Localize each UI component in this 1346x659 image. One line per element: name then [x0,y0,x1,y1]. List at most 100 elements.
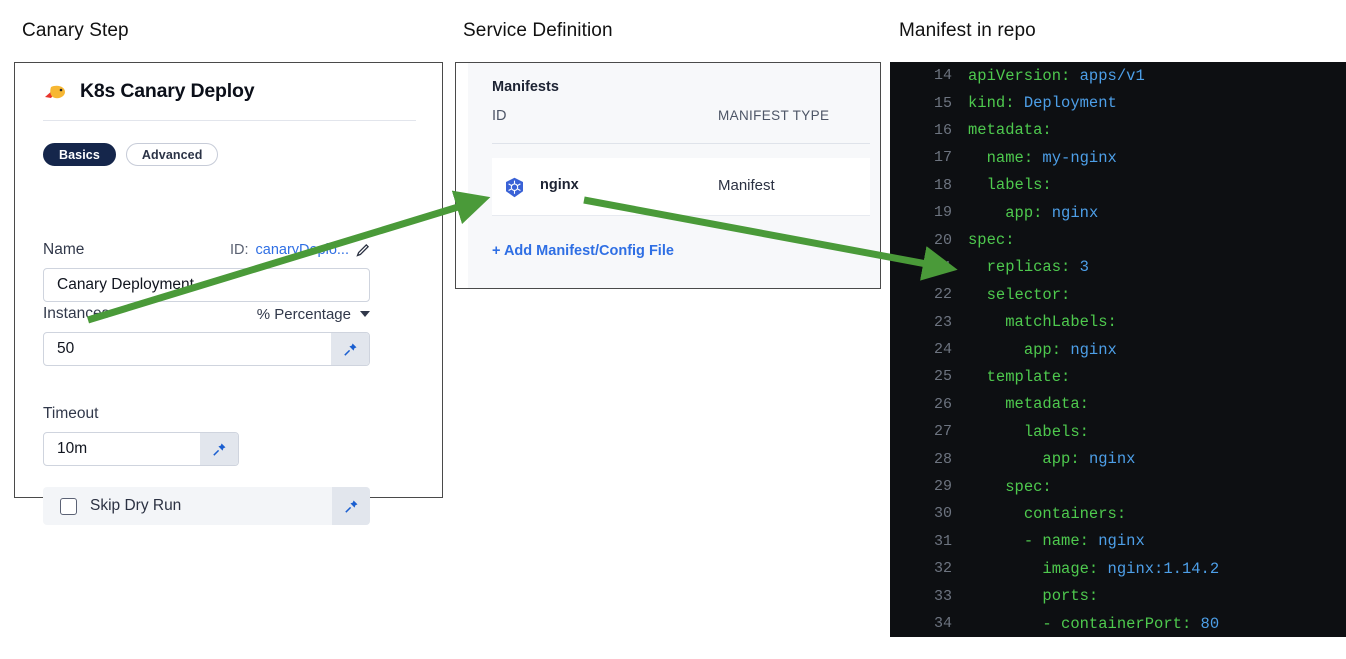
timeout-pin-button[interactable] [200,433,238,465]
code-line-text: template: [968,368,1346,386]
code-line-text: selector: [968,286,1346,304]
code-value: nginx [1088,532,1145,551]
code-key: labels: [986,176,1052,195]
line-number: 25 [933,368,952,386]
caption-canary-step: Canary Step [22,20,129,41]
instances-input[interactable]: 50 [43,332,370,366]
instances-input-value: 50 [57,340,75,357]
code-key: metadata: [968,121,1052,140]
line-number: 30 [933,505,952,523]
code-line-32: 32 image: nginx:1.14.2 [890,555,1346,582]
code-line-text: spec: [968,231,1346,249]
line-number: 16 [933,121,952,139]
code-line-text: replicas: 3 [968,258,1346,276]
manifests-section: Manifests ID MANIFEST TYPE [468,63,880,288]
code-line-text: app: nginx [968,341,1346,359]
code-line-27: 27 labels: [890,418,1346,445]
manifests-title: Manifests [492,79,559,95]
timeout-input-value: 10m [57,440,88,457]
code-key: - name: [1023,532,1089,551]
chevron-down-icon[interactable] [360,311,370,317]
code-line-24: 24 app: nginx [890,336,1346,363]
code-key: spec: [1005,477,1052,496]
line-number: 27 [933,423,952,441]
step-header: K8s Canary Deploy [15,63,442,120]
field-name: Name ID: canaryDeplo... Canary Deploymen… [43,239,370,302]
id-value: canaryDeplo... [255,242,350,258]
code-line-text: matchLabels: [968,313,1346,331]
code-key: image: [1042,559,1099,578]
line-number: 17 [933,149,952,167]
code-key: metadata: [1005,395,1089,414]
tab-basics[interactable]: Basics [43,143,116,166]
code-key: app: [1023,340,1062,359]
step-title: K8s Canary Deploy [80,80,255,102]
add-manifest-link[interactable]: + Add Manifest/Config File [492,243,674,259]
code-key: spec: [968,231,1015,250]
name-input-value: Canary Deployment [57,276,194,293]
code-line-text: labels: [968,176,1346,194]
skip-dry-run-pin-button[interactable] [332,487,370,525]
column-header-id: ID [492,108,507,124]
manifest-row-id: nginx [540,177,579,193]
step-id-display[interactable]: ID: canaryDeplo... [230,242,370,258]
canary-step-card: K8s Canary Deploy Basics Advanced Name I… [14,62,443,525]
line-number: 28 [933,450,952,468]
code-value: apps/v1 [1070,66,1145,85]
field-name-labels: Name ID: canaryDeplo... [43,239,370,261]
name-input[interactable]: Canary Deployment [43,268,370,302]
code-line-26: 26 metadata: [890,391,1346,418]
code-line-33: 33 ports: [890,582,1346,609]
code-line-21: 21 replicas: 3 [890,254,1346,281]
code-line-text: name: my-nginx [968,149,1346,167]
instances-pin-button[interactable] [331,333,369,365]
code-line-text: kind: Deployment [968,94,1346,112]
pin-icon [212,442,227,457]
tab-pill-group: Basics Advanced [43,143,219,166]
code-line-text: apiVersion: apps/v1 [968,67,1346,85]
timeout-input[interactable]: 10m [43,432,239,466]
code-line-text: metadata: [968,395,1346,413]
instances-unit-value: % Percentage [256,305,351,323]
skip-dry-run-row[interactable]: Skip Dry Run [43,487,370,525]
pencil-icon[interactable] [356,243,370,257]
label-timeout: Timeout [43,405,99,422]
line-number: 26 [933,395,952,413]
code-line-text: image: nginx:1.14.2 [968,560,1346,578]
skip-dry-run-label: Skip Dry Run [90,497,182,514]
canary-bird-icon [43,81,68,103]
code-value: nginx [1061,340,1117,359]
code-line-23: 23 matchLabels: [890,309,1346,336]
code-line-19: 19 app: nginx [890,199,1346,226]
id-prefix: ID: [229,242,249,258]
line-number: 15 [933,94,952,112]
manifest-row-nginx[interactable]: nginx Manifest [492,158,870,216]
code-line-text: app: nginx [968,204,1346,222]
tab-advanced[interactable]: Advanced [125,143,219,166]
code-line-text: metadata: [968,121,1346,139]
code-key: app: [1005,203,1043,222]
code-line-text: app: nginx [968,450,1346,468]
code-value: Deployment [1014,94,1117,113]
skip-dry-run-checkbox[interactable] [60,497,77,515]
code-key: matchLabels: [1005,313,1117,332]
code-key: ports: [1042,587,1099,606]
instances-unit-select[interactable]: % Percentage [257,306,370,323]
code-line-text: - name: nginx [968,532,1346,550]
column-header-type: MANIFEST TYPE [718,108,830,123]
code-key: apiVersion: [968,66,1071,85]
manifests-header-divider [492,143,870,144]
code-value: nginx:1.14.2 [1098,559,1220,578]
code-value: nginx [1042,203,1099,222]
code-key: name: [986,148,1034,167]
code-line-34: 34 - containerPort: 80 [890,610,1346,637]
code-line-22: 22 selector: [890,281,1346,308]
field-instances: Instances % Percentage 50 [43,303,370,366]
service-definition-card: Manifests ID MANIFEST TYPE [455,62,881,289]
code-line-25: 25 template: [890,363,1346,390]
header-divider [43,120,416,121]
